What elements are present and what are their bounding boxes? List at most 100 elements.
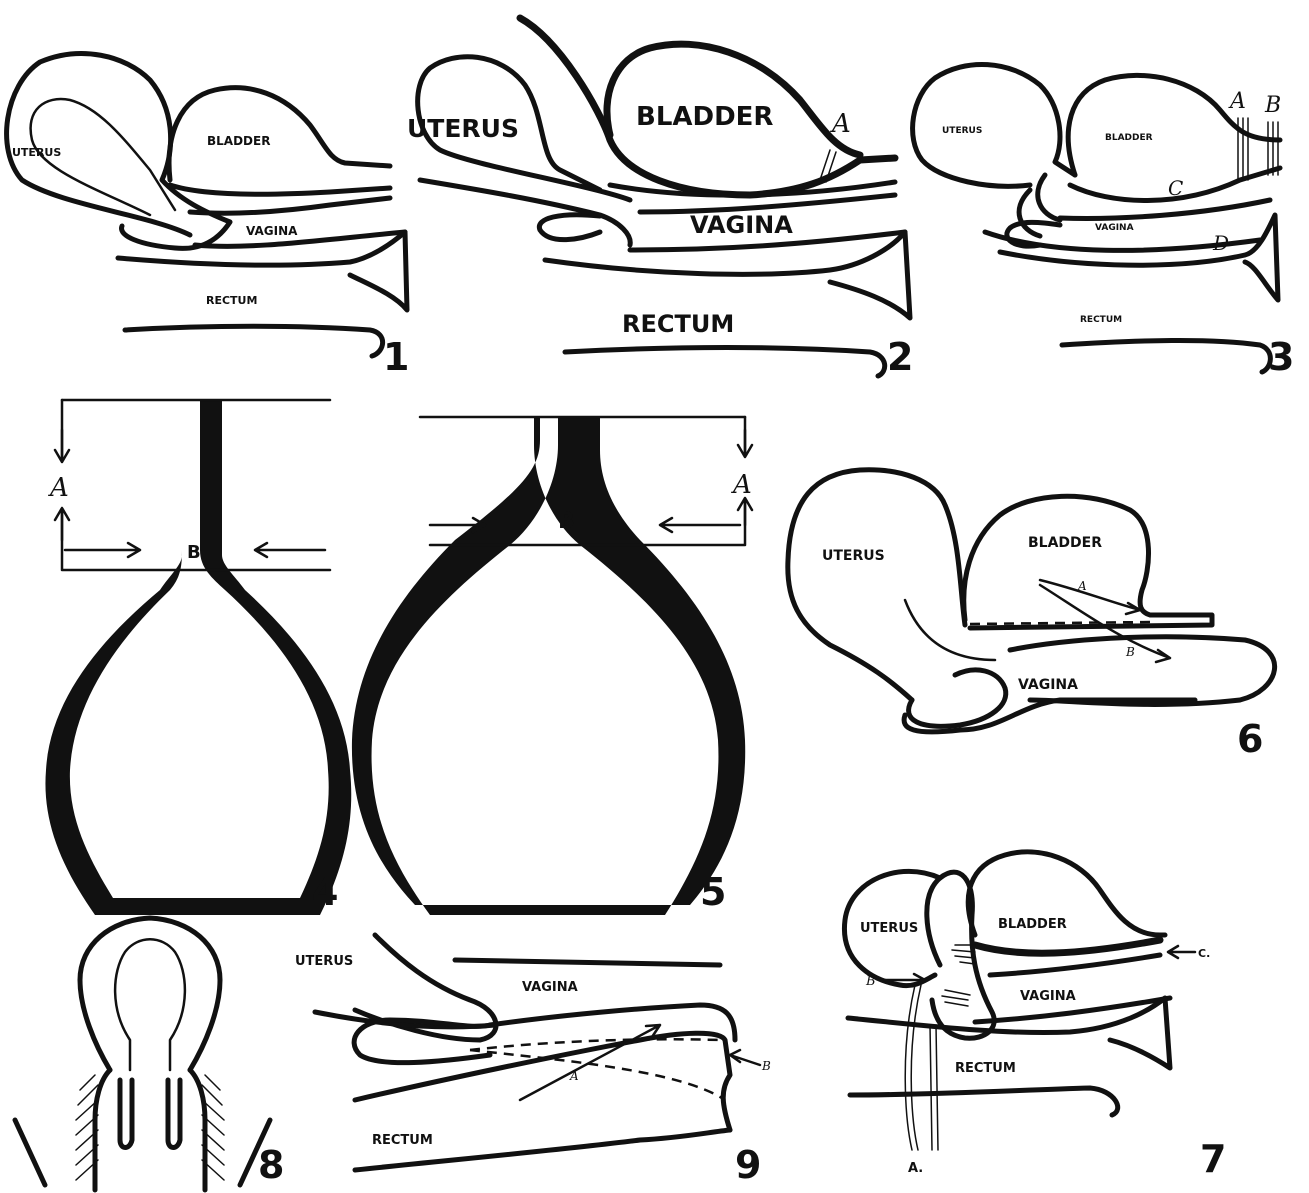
fig2-label-bladder: BLADDER [636, 102, 773, 132]
fig3-vagina-upper [1060, 200, 1270, 218]
fig8-side-line-left [15, 1120, 45, 1185]
fig3-label-a: A [1228, 89, 1246, 114]
figure-8: 8 [15, 918, 284, 1190]
fig4-label-b: B [187, 542, 201, 563]
fig8-number: 8 [258, 1143, 284, 1187]
fig6-uterus-outline [788, 470, 965, 700]
fig5-label-b: B [558, 509, 575, 534]
fig3-label-b: B [1264, 93, 1281, 118]
fig1-bladder-base [170, 185, 390, 194]
fig7-label-rectum: RECTUM [955, 1061, 1016, 1076]
fig6-bladder-outline [964, 496, 1212, 628]
fig1-label-vagina: VAGINA [246, 224, 298, 238]
fig5-label-a: A [731, 470, 752, 500]
fig7-rectum-lower [850, 1088, 1118, 1115]
figure-7: UTERUS BLADDER VAGINA RECTUM A. B C. 7 [844, 852, 1226, 1181]
fig9-rectum-upper [355, 1033, 730, 1130]
figure-4: A B 4 [45, 400, 351, 915]
fig1-vagina-lower [195, 232, 405, 246]
fig9-vagina-upper [455, 960, 720, 965]
fig6-label-uterus: UTERUS [822, 548, 885, 564]
fig3-label-uterus: UTERUS [942, 126, 982, 136]
fig7-uterus-outline [927, 872, 994, 1038]
fig7-bladder-base [975, 940, 1160, 953]
fig4-arrow-a-up [55, 508, 69, 540]
fig4-arrow-right-in [255, 543, 325, 557]
fig3-uterus-outline [913, 64, 1075, 186]
fig7-vagina-upper [990, 955, 1160, 975]
fig3-rectum-lower [1062, 340, 1270, 372]
fig7-rectum [848, 998, 1170, 1068]
fig9-label-uterus: UTERUS [295, 954, 353, 969]
fig9-label-rectum: RECTUM [372, 1133, 433, 1148]
fig3-number: 3 [1268, 335, 1294, 379]
fig7-label-bladder: BLADDER [998, 917, 1067, 932]
fig9-arrow-a [520, 1025, 660, 1100]
fig5-arrow-right-in [660, 518, 740, 532]
fig2-number: 2 [887, 335, 913, 379]
figure-1: UTERUS BLADDER VAGINA RECTUM 1 [7, 54, 410, 379]
fig7-label-a: A. [908, 1161, 923, 1176]
fig6-cervix [909, 670, 1006, 726]
fig9-label-b: B [761, 1059, 771, 1073]
fig7-label-uterus: UTERUS [860, 921, 918, 936]
fig8-inner-loop [115, 939, 185, 1070]
fig2-vagina-upper [640, 195, 895, 212]
fig2-rectum [545, 232, 910, 318]
fig3-label-d: D [1212, 231, 1229, 255]
figure-5: A B 5 [352, 417, 752, 915]
fig2-label-rectum: RECTUM [622, 310, 734, 338]
fig2-bladder-dome [607, 44, 860, 155]
fig4-number: 4 [312, 870, 338, 914]
fig7-number: 7 [1200, 1137, 1226, 1181]
fig2-rectum-lower [565, 348, 885, 377]
fig1-bladder-outline [169, 88, 390, 180]
figure-3: UTERUS BLADDER VAGINA RECTUM A B C D 3 [913, 64, 1295, 379]
fig3-label-rectum: RECTUM [1080, 315, 1122, 325]
fig1-number: 1 [383, 335, 409, 379]
fig7-label-c: C. [1198, 947, 1210, 960]
fig2-label-vagina: VAGINA [690, 211, 793, 239]
fig7-arrow-c [1168, 946, 1195, 958]
fig8-outer-loop [80, 918, 220, 1070]
fig6-label-a: A [1077, 579, 1087, 593]
fig2-label-a: A [830, 109, 851, 139]
fig6-arrow-a [1040, 580, 1140, 614]
fig4-arrow-left-in [65, 543, 140, 557]
fig2-bladder-base [610, 182, 895, 195]
fig9-label-a: A [569, 1069, 579, 1083]
fig9-number: 9 [735, 1143, 761, 1187]
fig5-arrow-a-up [738, 498, 752, 525]
fig7-label-vagina: VAGINA [1020, 989, 1076, 1004]
fig7-label-b: B [865, 974, 876, 989]
fig3-label-vagina: VAGINA [1095, 223, 1134, 233]
fig2-label-uterus: UTERUS [407, 114, 519, 143]
fig5-bulb-wall [352, 417, 745, 915]
fig4-label-a: A [48, 473, 69, 503]
fig4-arrow-a-down [55, 430, 69, 462]
fig5-arrow-left-in [430, 518, 485, 532]
fig1-vagina-upper [190, 198, 390, 213]
fig3-label-c: C [1168, 176, 1183, 200]
fig1-label-uterus: UTERUS [12, 146, 61, 159]
fig1-rectum-lower [125, 326, 383, 356]
fig9-label-vagina: VAGINA [522, 980, 578, 995]
figure-9: UTERUS VAGINA RECTUM A B 9 [295, 935, 771, 1187]
fig6-label-bladder: BLADDER [1028, 535, 1102, 551]
fig3-label-bladder: BLADDER [1105, 133, 1153, 143]
fig5-arrow-a-down [738, 430, 752, 457]
fig4-bulb-wall [45, 400, 351, 915]
fig8-neck [95, 1070, 205, 1190]
fig7-hatch [942, 945, 975, 1006]
fig1-label-bladder: BLADDER [207, 134, 270, 148]
fig6-number: 6 [1237, 717, 1263, 761]
fig3-rectum [1000, 215, 1278, 300]
fig6-label-b: B [1125, 645, 1135, 659]
fig1-label-rectum: RECTUM [206, 294, 257, 307]
figure-2: UTERUS BLADDER VAGINA RECTUM A 2 [407, 18, 913, 379]
fig9-arrow-b [730, 1050, 760, 1065]
fig6-label-vagina: VAGINA [1018, 677, 1078, 693]
fig2-uterus-neck [539, 215, 600, 240]
figure-6: UTERUS BLADDER VAGINA A B 6 [788, 470, 1275, 761]
